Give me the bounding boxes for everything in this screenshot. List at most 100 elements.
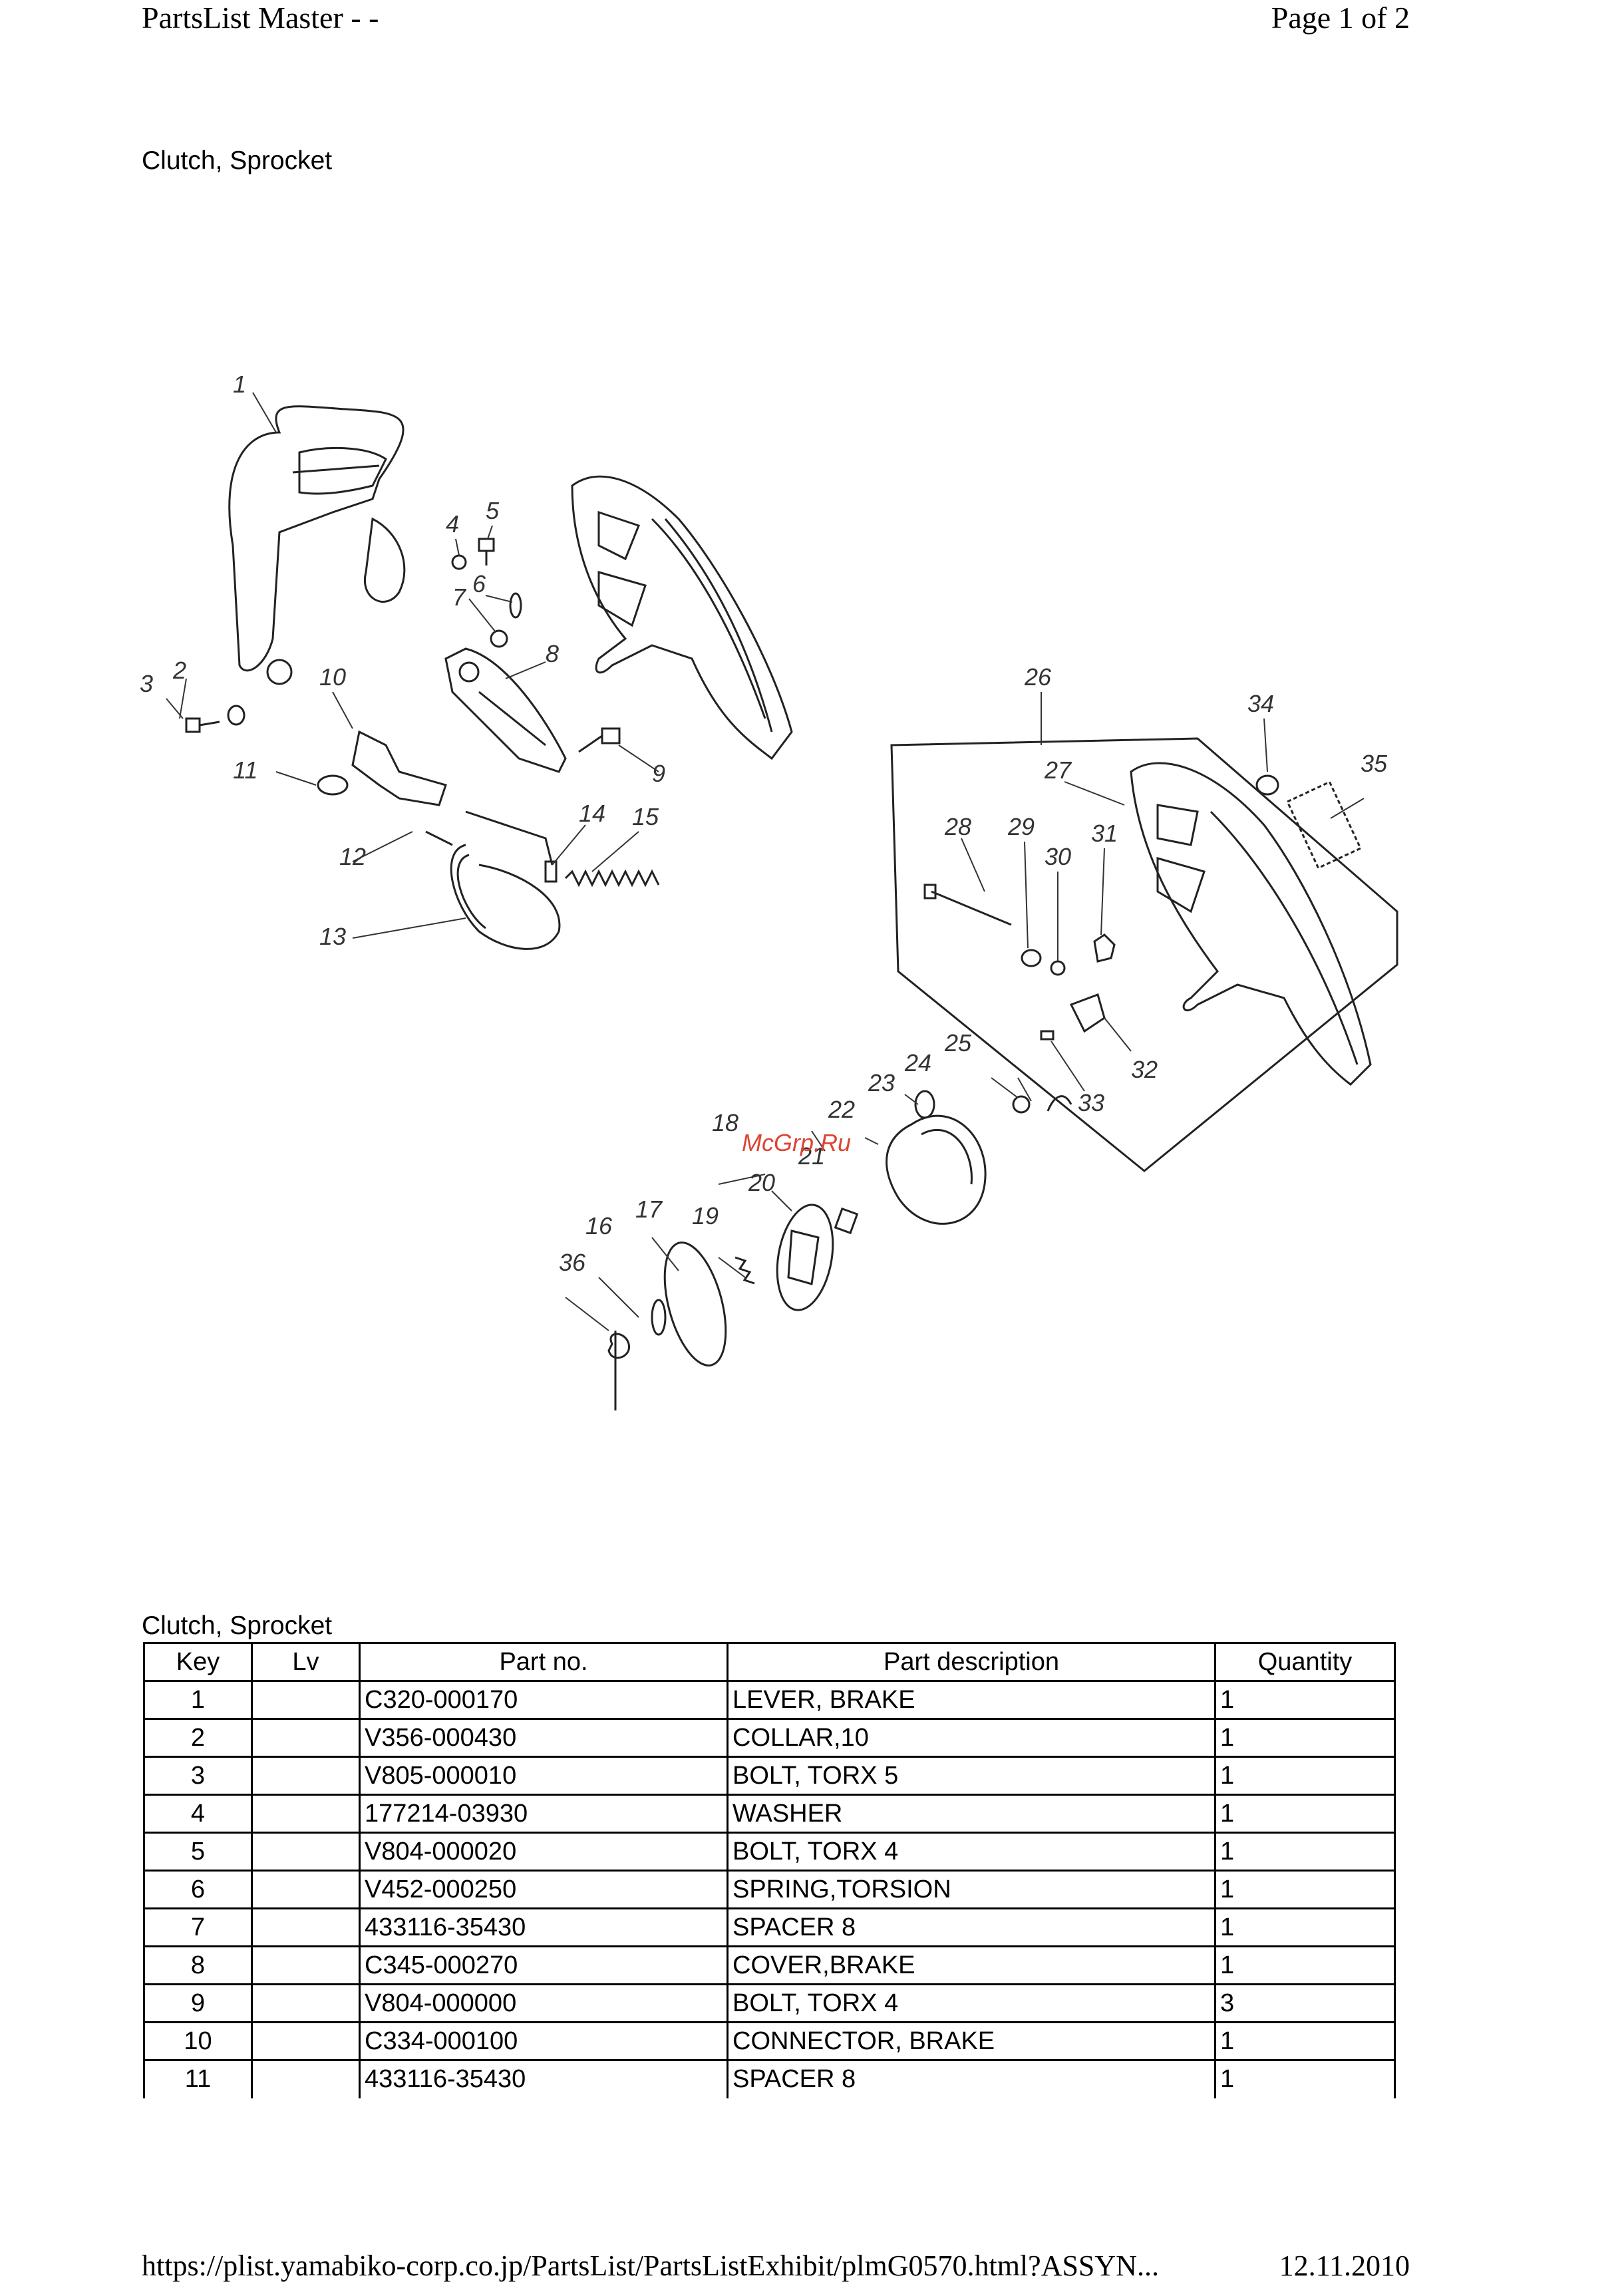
callout-34: 34 xyxy=(1247,690,1274,717)
cell-key: 8 xyxy=(143,1945,253,1985)
callout-20: 20 xyxy=(748,1169,775,1196)
callout-24: 24 xyxy=(904,1049,931,1076)
bolt-collar-parts xyxy=(185,705,245,733)
cell-lv xyxy=(251,1794,361,1834)
cell-lv xyxy=(251,1907,361,1947)
callout-16: 16 xyxy=(585,1212,613,1239)
callout-9: 9 xyxy=(652,760,665,787)
label-part xyxy=(1286,780,1362,870)
callout-19: 19 xyxy=(692,1202,719,1229)
callout-18: 18 xyxy=(712,1109,738,1136)
callout-14: 14 xyxy=(579,800,605,827)
header-part-no: Part no. xyxy=(359,1642,729,1682)
cell-quantity: 1 xyxy=(1214,1907,1396,1947)
callout-36: 36 xyxy=(559,1249,586,1276)
cell-part-no: V804-000000 xyxy=(359,1983,729,2023)
footer-url: https://plist.yamabiko-corp.co.jp/PartsL… xyxy=(142,2249,1159,2282)
cell-part-no: C334-000100 xyxy=(359,2021,729,2061)
assembly-outline xyxy=(890,737,1398,1172)
section-title: Clutch, Sprocket xyxy=(142,146,333,175)
header-lv: Lv xyxy=(251,1642,361,1682)
cell-part-description: CONNECTOR, BRAKE xyxy=(727,2021,1216,2061)
cell-part-description: COLLAR,10 xyxy=(727,1718,1216,1758)
cell-lv xyxy=(251,2059,361,2098)
cell-part-description: COVER,BRAKE xyxy=(727,1945,1216,1985)
callout-25: 25 xyxy=(944,1029,972,1057)
callout-6: 6 xyxy=(472,570,486,597)
cell-part-no: C345-000270 xyxy=(359,1945,729,1985)
cell-part-description: BOLT, TORX 5 xyxy=(727,1756,1216,1796)
cell-part-no: 433116-35430 xyxy=(359,2059,729,2098)
cell-part-description: SPACER 8 xyxy=(727,1907,1216,1947)
callout-13: 13 xyxy=(319,923,346,950)
callout-26: 26 xyxy=(1024,663,1052,691)
callout-28: 28 xyxy=(944,813,971,840)
table-caption: Clutch, Sprocket xyxy=(142,1611,333,1640)
cell-part-no: 433116-35430 xyxy=(359,1907,729,1947)
callout-12: 12 xyxy=(339,843,366,870)
cell-part-no: 177214-03930 xyxy=(359,1794,729,1834)
cell-key: 10 xyxy=(143,2021,253,2061)
cell-key: 1 xyxy=(143,1680,253,1720)
callout-labels: 1 2 3 4 5 6 7 8 9 10 11 12 13 14 15 16 1… xyxy=(140,371,1388,1276)
cell-quantity: 1 xyxy=(1214,2021,1396,2061)
cell-lv xyxy=(251,2021,361,2061)
cell-key: 4 xyxy=(143,1794,253,1834)
clutch-plate-part xyxy=(663,1241,727,1367)
cell-part-no: V805-000010 xyxy=(359,1756,729,1796)
long-bolt-part xyxy=(931,890,1012,926)
cell-part-description: SPACER 8 xyxy=(727,2059,1216,2098)
callout-7: 7 xyxy=(452,583,467,611)
callout-23: 23 xyxy=(868,1069,895,1096)
cell-part-no: V452-000250 xyxy=(359,1870,729,1909)
cell-key: 7 xyxy=(143,1907,253,1947)
callout-27: 27 xyxy=(1044,756,1072,784)
cell-part-description: WASHER xyxy=(727,1794,1216,1834)
cell-lv xyxy=(251,1870,361,1909)
callout-11: 11 xyxy=(233,756,257,784)
cell-key: 3 xyxy=(143,1756,253,1796)
callout-29: 29 xyxy=(1007,813,1035,840)
cell-quantity: 1 xyxy=(1214,1945,1396,1985)
footer-date: 12.11.2010 xyxy=(1279,2249,1410,2282)
cell-key: 5 xyxy=(143,1832,253,1872)
cell-lv xyxy=(251,1680,361,1720)
page-number: Page 1 of 2 xyxy=(1271,1,1410,35)
cell-lv xyxy=(251,1983,361,2023)
parts-table: Key Lv Part no. Part description Quantit… xyxy=(143,1642,1396,2098)
cell-quantity: 1 xyxy=(1214,1794,1396,1834)
callout-22: 22 xyxy=(828,1096,855,1123)
cell-part-no: V356-000430 xyxy=(359,1718,729,1758)
cell-part-description: BOLT, TORX 4 xyxy=(727,1983,1216,2023)
cell-quantity: 1 xyxy=(1214,1756,1396,1796)
callout-5: 5 xyxy=(486,497,500,524)
side-cover-part xyxy=(571,475,793,760)
brake-connector-part xyxy=(317,730,447,806)
callout-32: 32 xyxy=(1131,1056,1158,1083)
brake-spring-part xyxy=(544,860,660,888)
cell-quantity: 1 xyxy=(1214,1680,1396,1720)
callout-17: 17 xyxy=(635,1196,663,1223)
table-header-row: Key Lv Part no. Part description Quantit… xyxy=(143,1642,1396,1682)
callout-33: 33 xyxy=(1078,1089,1104,1116)
header-part-description: Part description xyxy=(727,1642,1216,1682)
cell-key: 9 xyxy=(143,1983,253,2023)
cell-lv xyxy=(251,1832,361,1872)
cell-key: 6 xyxy=(143,1870,253,1909)
callout-35: 35 xyxy=(1361,750,1388,777)
cell-quantity: 1 xyxy=(1214,1718,1396,1758)
brake-band-part xyxy=(425,810,561,950)
cell-key: 11 xyxy=(143,2059,253,2098)
brake-lever-part xyxy=(228,405,406,685)
clutch-drum-part xyxy=(886,1090,1072,1225)
